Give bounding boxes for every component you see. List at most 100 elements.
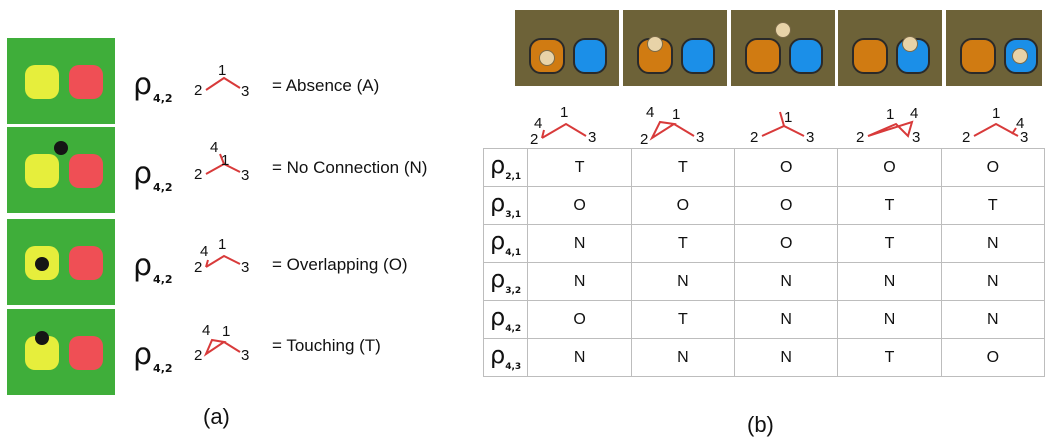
svg-text:2: 2 [194, 166, 202, 183]
rho-symbol: ρ4,2 [133, 337, 173, 376]
table-cell: N [734, 338, 839, 377]
black-ball [35, 257, 49, 271]
scene-5 [946, 10, 1042, 86]
graph-glyph-col-3: 1 2 3 [750, 109, 814, 146]
table-cell: T [527, 148, 632, 187]
scene-absence [7, 38, 115, 124]
blue-object [789, 38, 823, 74]
orange-object [960, 38, 996, 74]
orange-object [529, 38, 565, 74]
relation-label-touching: = Touching (T) [272, 336, 381, 355]
yellow-object [25, 154, 59, 188]
blue-object [681, 38, 715, 74]
ball [1012, 48, 1028, 64]
svg-text:4: 4 [1016, 115, 1024, 132]
svg-text:1: 1 [992, 105, 1000, 122]
table-cell: O [940, 338, 1045, 377]
svg-text:2: 2 [194, 259, 202, 276]
scene-overlapping [7, 219, 115, 305]
graph-glyph-no-connection: 4 1 2 3 [194, 139, 249, 184]
table-cell: O [630, 186, 736, 225]
black-ball [54, 141, 68, 155]
svg-text:3: 3 [241, 347, 249, 364]
row-header: ρ3,1 [482, 186, 529, 225]
table-cell: T [630, 148, 736, 187]
scene-4 [838, 10, 942, 86]
scene-2 [623, 10, 727, 86]
svg-text:1: 1 [221, 152, 229, 169]
graph-glyph-col-4: 1 2 3 4 [856, 105, 920, 146]
relation-label-absence: = Absence (A) [272, 76, 380, 95]
table-row: ρ4,2 O T N N N [482, 300, 1045, 339]
svg-text:3: 3 [912, 129, 920, 146]
svg-text:2: 2 [962, 129, 970, 146]
table-cell: T [940, 186, 1045, 225]
rho-symbol: ρ4,2 [133, 67, 173, 106]
graph-glyph-col-2: 4 1 2 3 [640, 104, 704, 148]
table-cell: T [837, 186, 942, 225]
table-row: ρ4,3 N N N T O [482, 338, 1045, 377]
row-header: ρ3,2 [482, 262, 529, 301]
svg-text:4: 4 [200, 243, 208, 260]
row-header: ρ4,2 [482, 300, 529, 339]
black-ball [35, 331, 49, 345]
svg-text:1: 1 [222, 323, 230, 340]
rho-symbol: ρ4,2 [133, 248, 173, 287]
table-row: ρ3,1 O O O T T [482, 186, 1045, 225]
scene-1 [515, 10, 619, 86]
table-cell: O [734, 186, 839, 225]
table-cell: N [940, 224, 1045, 263]
svg-text:3: 3 [241, 259, 249, 276]
svg-text:2: 2 [750, 129, 758, 146]
svg-text:4: 4 [910, 105, 918, 122]
row-header: ρ4,1 [482, 224, 529, 263]
svg-text:1: 1 [560, 104, 568, 121]
svg-text:1: 1 [784, 109, 792, 126]
svg-text:1: 1 [218, 236, 226, 253]
relation-label-no-connection: = No Connection (N) [272, 158, 428, 177]
table-cell: O [527, 300, 632, 339]
svg-text:3: 3 [241, 83, 249, 100]
table-cell: N [527, 262, 632, 301]
svg-text:1: 1 [218, 62, 226, 79]
blue-object [573, 38, 607, 74]
graph-glyph-col-5: 1 2 3 4 [962, 105, 1028, 146]
svg-text:2: 2 [194, 82, 202, 99]
table-cell: N [527, 224, 632, 263]
orange-object [745, 38, 781, 74]
relation-table: ρ2,1 T T O O O ρ3,1 O O O T T ρ4,1 N T O… [482, 148, 1045, 377]
row-header: ρ2,1 [482, 148, 529, 187]
table-cell: O [734, 148, 839, 187]
table-cell: N [837, 300, 942, 339]
row-header: ρ4,3 [482, 338, 529, 377]
svg-text:1: 1 [672, 106, 680, 123]
ball [902, 36, 918, 52]
svg-text:3: 3 [696, 129, 704, 146]
yellow-object [25, 65, 59, 99]
table-cell: T [837, 338, 942, 377]
svg-text:2: 2 [640, 131, 648, 148]
graph-glyph-touching: 4 1 2 3 [194, 322, 249, 364]
caption-a: (a) [203, 404, 230, 429]
scene-touching [7, 309, 115, 395]
svg-text:3: 3 [241, 167, 249, 184]
ball [775, 22, 791, 38]
table-row: ρ4,1 N T O T N [482, 224, 1045, 263]
relation-label-overlapping: = Overlapping (O) [272, 255, 408, 274]
svg-text:4: 4 [646, 104, 654, 121]
table-cell: N [940, 262, 1045, 301]
orange-object [852, 38, 888, 74]
table-cell: N [734, 262, 839, 301]
svg-text:2: 2 [530, 131, 538, 148]
graph-glyph-overlapping: 4 1 2 3 [194, 236, 249, 276]
table-cell: N [734, 300, 839, 339]
svg-text:4: 4 [202, 322, 210, 339]
svg-text:3: 3 [588, 129, 596, 146]
red-object [69, 65, 103, 99]
table-cell: N [630, 338, 736, 377]
table-cell: O [734, 224, 839, 263]
table-cell: O [527, 186, 632, 225]
scene-no-connection [7, 127, 115, 213]
red-object [69, 336, 103, 370]
svg-text:3: 3 [1020, 129, 1028, 146]
